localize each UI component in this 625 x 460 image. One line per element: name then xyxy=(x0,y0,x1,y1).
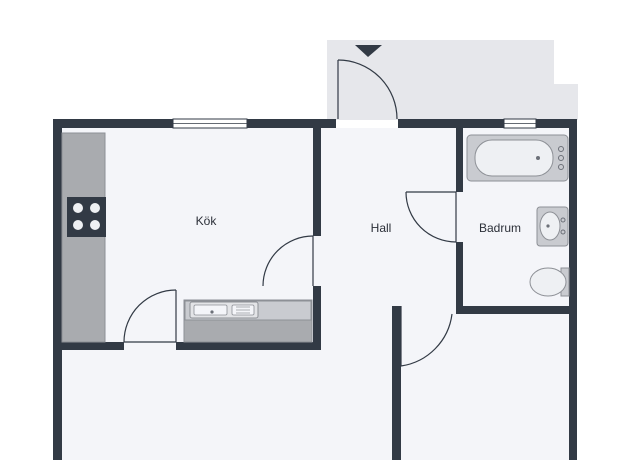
kitchen-counter xyxy=(61,132,106,343)
stove-icon xyxy=(67,197,106,237)
kitchen-sink-icon xyxy=(189,301,259,319)
kitchen-hall-door xyxy=(262,235,314,287)
washbasin-icon xyxy=(536,206,569,247)
bathroom-door xyxy=(405,191,457,243)
room-label-bathroom: Badrum xyxy=(479,221,521,235)
room-label-kitchen: Kök xyxy=(196,214,218,228)
windows xyxy=(172,118,537,129)
lower-room-door xyxy=(400,306,453,367)
lower-right-room-floor xyxy=(401,308,574,460)
exterior-area xyxy=(327,40,578,120)
toilet-icon xyxy=(529,267,570,297)
entrance-arrow-icon xyxy=(355,45,382,57)
kitchen-bottom-door xyxy=(123,289,177,343)
room-label-hall: Hall xyxy=(371,221,392,235)
entrance-door xyxy=(337,59,398,120)
doors xyxy=(123,59,457,367)
lower-left-room-floor xyxy=(61,350,401,460)
bathtub-icon xyxy=(466,134,569,182)
